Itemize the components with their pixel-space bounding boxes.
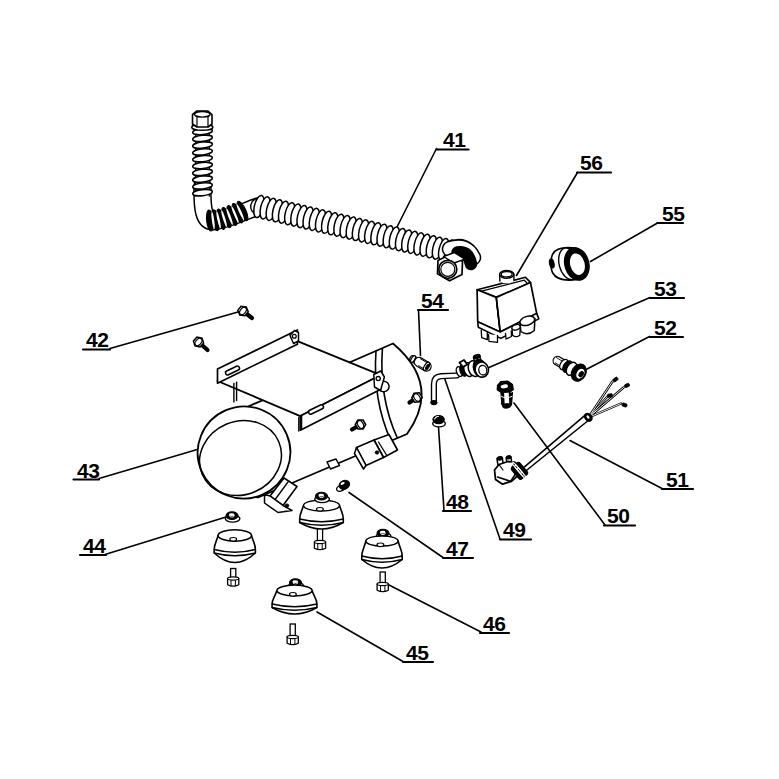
svg-text:44: 44 bbox=[83, 534, 106, 557]
svg-text:47: 47 bbox=[446, 537, 468, 560]
svg-text:54: 54 bbox=[421, 289, 444, 312]
svg-text:53: 53 bbox=[654, 277, 676, 300]
svg-text:52: 52 bbox=[654, 316, 676, 339]
svg-text:42: 42 bbox=[86, 328, 108, 351]
svg-text:41: 41 bbox=[443, 128, 466, 151]
svg-text:49: 49 bbox=[503, 518, 525, 541]
svg-text:45: 45 bbox=[406, 641, 429, 664]
svg-text:56: 56 bbox=[580, 151, 602, 174]
svg-text:51: 51 bbox=[666, 468, 689, 491]
svg-text:43: 43 bbox=[77, 459, 99, 482]
svg-text:48: 48 bbox=[446, 490, 469, 513]
svg-text:46: 46 bbox=[483, 612, 505, 635]
svg-text:50: 50 bbox=[607, 504, 629, 527]
svg-text:55: 55 bbox=[662, 202, 685, 225]
